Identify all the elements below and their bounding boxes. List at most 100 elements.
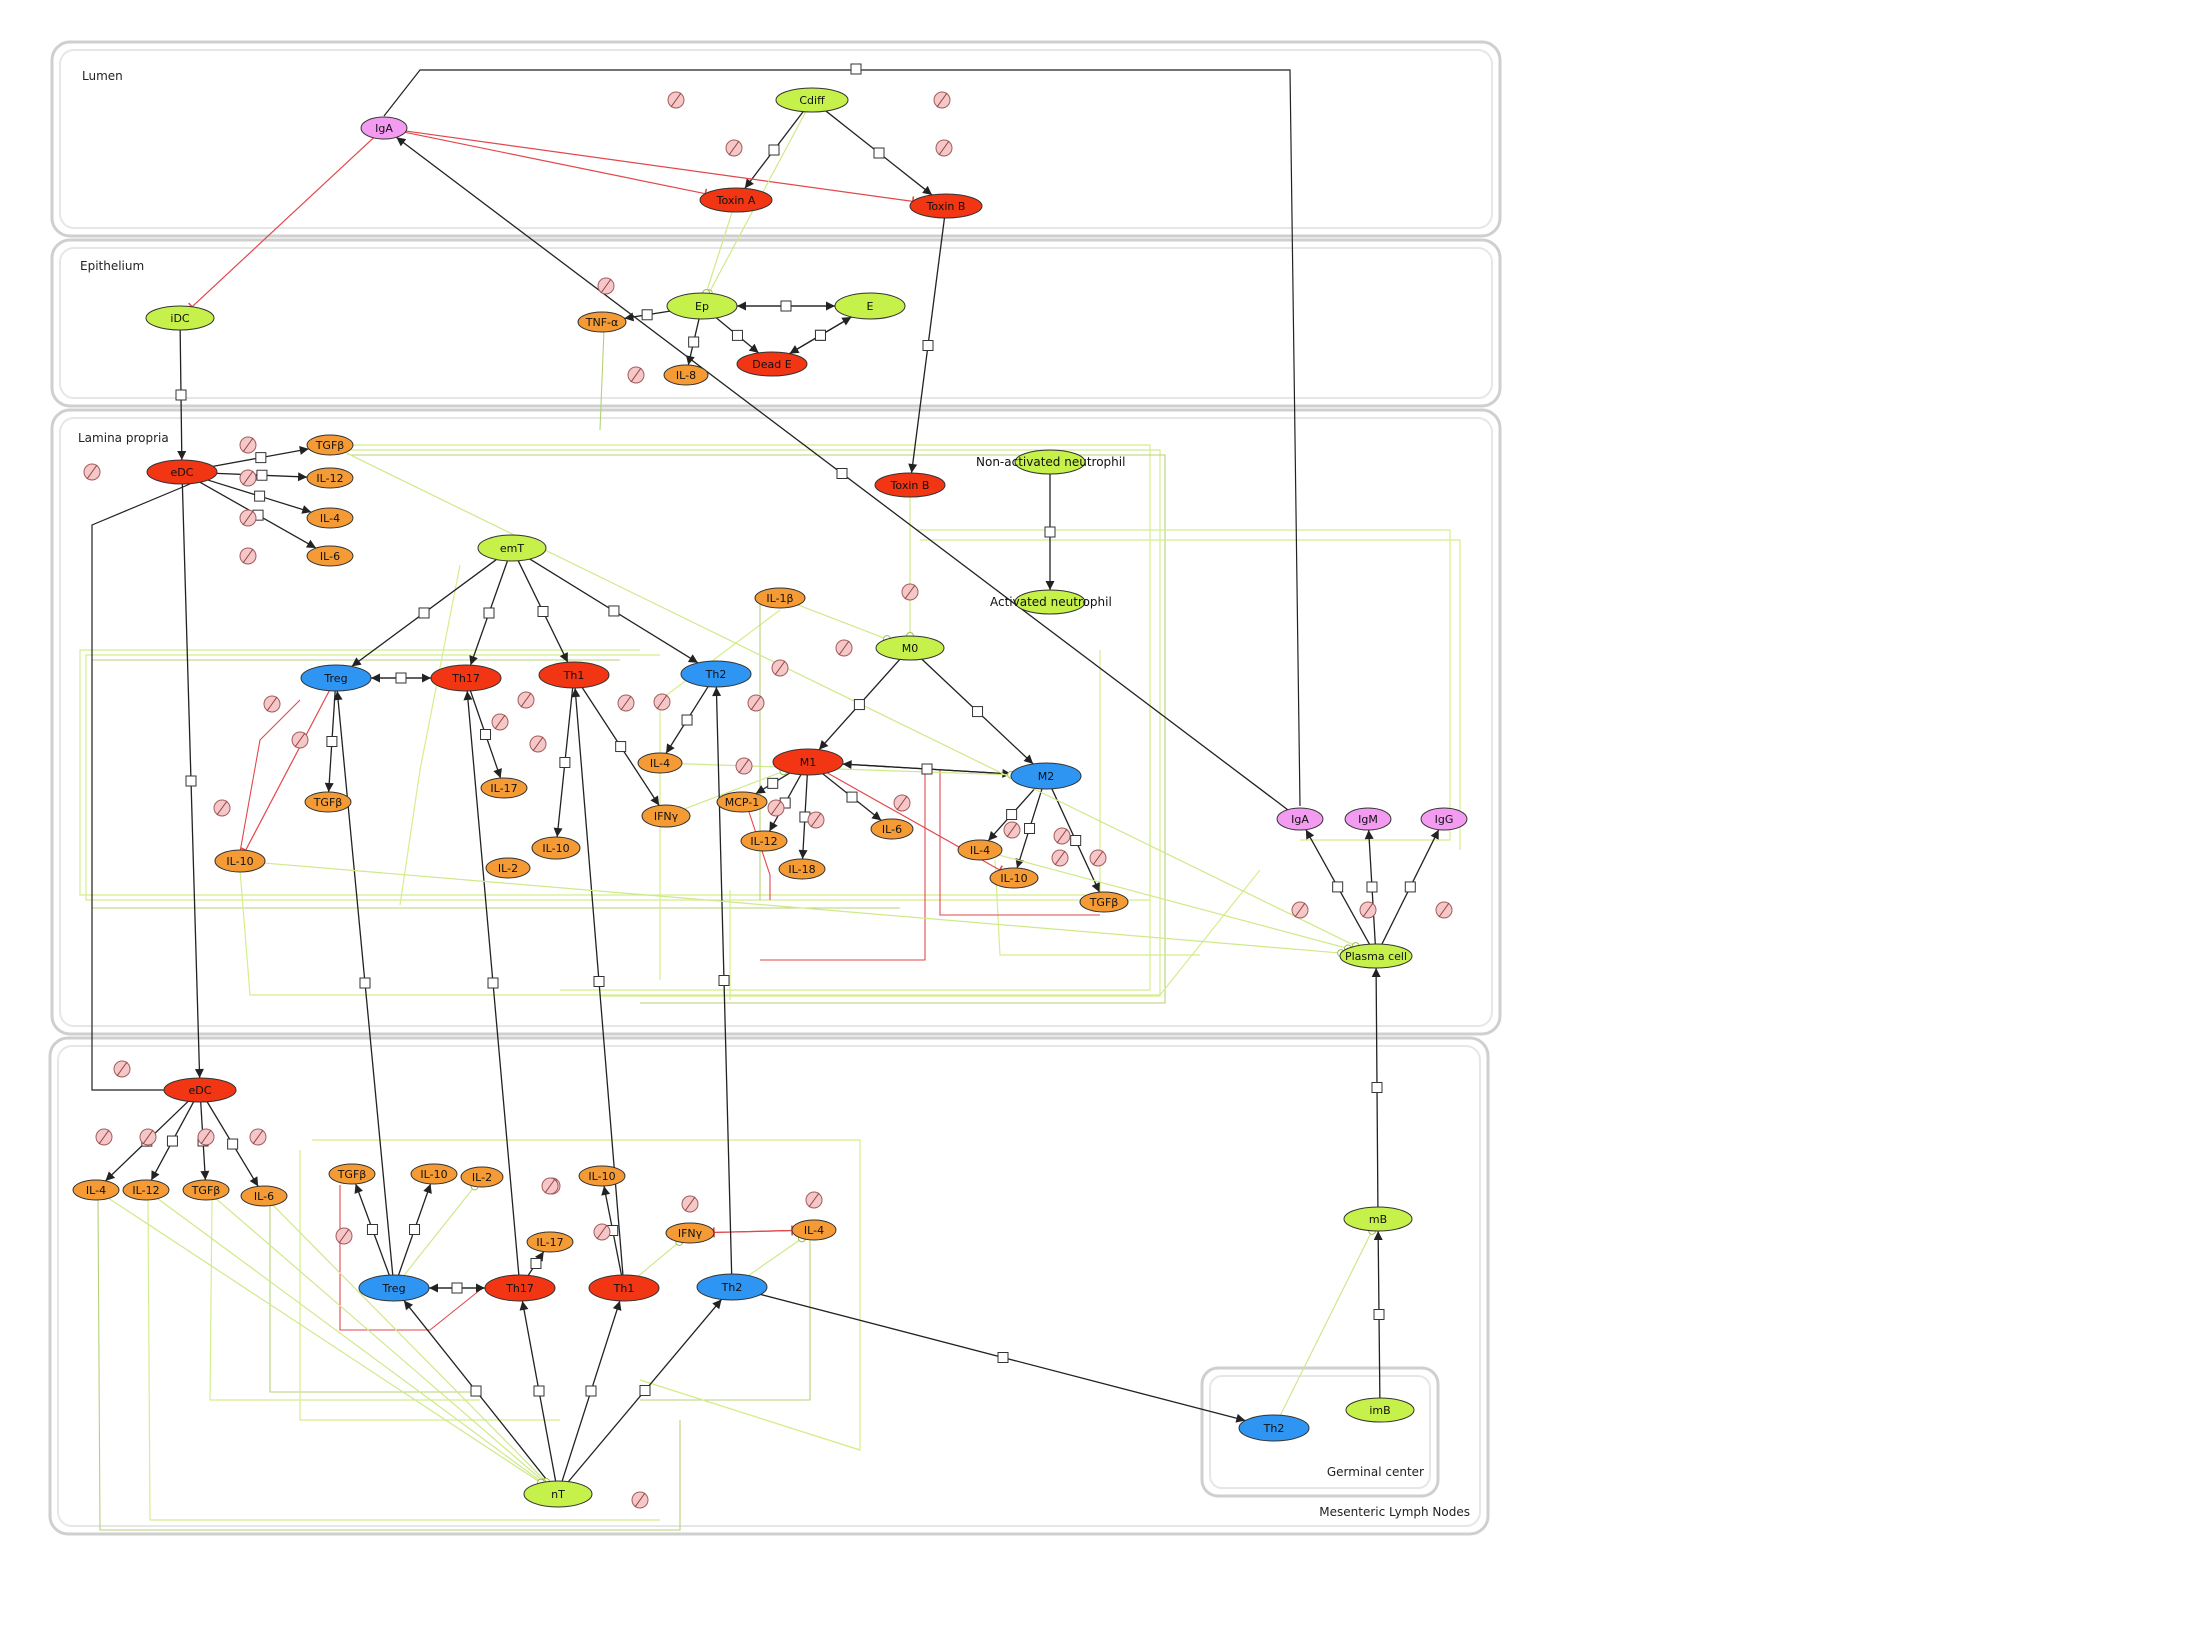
node-label: IgM [1358, 813, 1378, 826]
node-label: Th2 [1263, 1422, 1285, 1435]
node-toxinA[interactable]: Toxin A [699, 187, 773, 213]
node-iga_lp[interactable]: IgA [1276, 807, 1324, 831]
node-il18[interactable]: IL-18 [778, 858, 826, 880]
node-th2_lp[interactable]: Th2 [680, 660, 752, 688]
degradation-sink-icon [1089, 849, 1107, 867]
edge-line [1279, 1230, 1373, 1416]
node-il8[interactable]: IL-8 [663, 364, 709, 386]
node-il10_mln[interactable]: IL-10 [410, 1163, 458, 1185]
node-label: iDC [170, 312, 190, 325]
node-iga_lumen[interactable]: IgA [360, 116, 408, 140]
process-node-square [1366, 881, 1378, 893]
node-il4b_lp[interactable]: IL-4 [637, 752, 683, 774]
node-th17_lp[interactable]: Th17 [430, 664, 502, 692]
regulation-route-10 [239, 869, 1261, 996]
edge-line [157, 1198, 543, 1483]
node-ellipse [989, 867, 1039, 889]
node-an[interactable] [1014, 589, 1086, 615]
node-tnfa[interactable]: TNF-α [577, 311, 627, 333]
node-edc_lp[interactable]: eDC [146, 459, 218, 485]
edge-arrowhead [469, 655, 478, 666]
node-il12b_lp[interactable]: IL-12 [740, 830, 788, 852]
node-idc[interactable]: iDC [145, 305, 215, 331]
edge-arrowhead [687, 654, 698, 663]
node-il4_lp[interactable]: IL-4 [306, 507, 354, 529]
node-treg_lp[interactable]: Treg [300, 664, 372, 692]
process-node-square [1044, 526, 1056, 538]
node-ellipse [485, 857, 531, 879]
node-il12_mln[interactable]: IL-12 [122, 1179, 170, 1201]
node-m1[interactable]: M1 [772, 748, 844, 776]
node-ellipse [791, 1219, 837, 1241]
process-node-square [366, 1223, 378, 1235]
node-il4_mln[interactable]: IL-4 [72, 1179, 120, 1201]
node-label: E [867, 300, 874, 313]
node-toxinB_lumen[interactable]: Toxin B [909, 193, 983, 219]
node-ep[interactable]: Ep [666, 292, 738, 320]
compartment-epithelium-box [50, 238, 1502, 408]
node-ellipse [480, 777, 528, 799]
node-m0[interactable]: M0 [875, 635, 945, 661]
node-il10b_lp[interactable]: IL-10 [531, 836, 581, 860]
node-igg[interactable]: IgG [1420, 807, 1468, 831]
node-deadE[interactable]: Dead E [736, 351, 808, 377]
node-ifng_mln[interactable]: IFNγ [665, 1222, 715, 1244]
node-imb[interactable]: imB [1345, 1397, 1415, 1423]
node-label: Toxin A [716, 194, 756, 207]
node-il4c_lp[interactable]: IL-4 [957, 839, 1003, 861]
node-plasma[interactable]: Plasma cell [1339, 943, 1413, 969]
node-th2_gc[interactable]: Th2 [1238, 1414, 1310, 1442]
node-il6_mln[interactable]: IL-6 [240, 1185, 288, 1207]
node-il6b_lp[interactable]: IL-6 [870, 818, 914, 840]
background-connection-layer [79, 69, 1461, 1531]
node-tgfb3_lp[interactable]: TGFβ [1079, 891, 1129, 913]
node-tgfb_lp[interactable]: TGFβ [306, 434, 354, 456]
degradation-sink-icon [1359, 901, 1377, 919]
regulation-route-12 [147, 1199, 660, 1521]
node-label: Toxin B [926, 200, 966, 213]
node-ellipse [182, 1179, 230, 1201]
node-treg_mln[interactable]: Treg [358, 1274, 430, 1302]
node-il2_mln[interactable]: IL-2 [460, 1166, 504, 1188]
regulation-route-8 [599, 329, 605, 431]
node-edc_mln[interactable]: eDC [163, 1077, 237, 1103]
degradation-sink-icon [935, 139, 953, 157]
node-il10a_lp[interactable]: IL-10 [214, 849, 266, 873]
node-label: M2 [1038, 770, 1055, 783]
node-il6_lp[interactable]: IL-6 [306, 545, 354, 567]
node-il10b_mln[interactable]: IL-10 [578, 1165, 626, 1187]
regulation-route-11 [97, 1199, 681, 1531]
node-emt[interactable]: emT [477, 534, 547, 562]
degradation-sink-icon [631, 1491, 649, 1509]
node-igm[interactable]: IgM [1344, 807, 1392, 831]
node-th17_mln[interactable]: Th17 [484, 1274, 556, 1302]
process-node-square [921, 763, 933, 775]
node-nt[interactable]: nT [523, 1480, 593, 1508]
node-m2[interactable]: M2 [1010, 762, 1082, 790]
node-tgfb2_mln[interactable]: TGFβ [328, 1163, 376, 1185]
compartment-mesenteric-lymph-nodes-box [48, 1036, 1490, 1536]
node-th1_lp[interactable]: Th1 [538, 661, 610, 689]
node-ellipse [1420, 807, 1468, 831]
node-il2_lp[interactable]: IL-2 [485, 857, 531, 879]
node-mb[interactable]: mB [1343, 1206, 1413, 1232]
node-e[interactable]: E [834, 292, 906, 320]
node-tgfb_mln[interactable]: TGFβ [182, 1179, 230, 1201]
node-mcp1[interactable]: MCP-1 [716, 791, 768, 813]
node-th2_mln[interactable]: Th2 [696, 1273, 768, 1301]
node-cdiff[interactable]: Cdiff [775, 87, 849, 113]
node-il17_mln[interactable]: IL-17 [526, 1231, 574, 1253]
node-tgfb2_lp[interactable]: TGFβ [304, 791, 352, 813]
compartment-label-lamina-propria: Lamina propria [78, 431, 169, 445]
node-il17_lp[interactable]: IL-17 [480, 777, 528, 799]
node-il1b[interactable]: IL-1β [754, 587, 806, 609]
node-ifng_lp[interactable]: IFNγ [641, 804, 691, 828]
node-th1_mln[interactable]: Th1 [588, 1274, 660, 1302]
node-nan[interactable] [1014, 449, 1086, 475]
node-il4b_mln[interactable]: IL-4 [791, 1219, 837, 1241]
node-ellipse [716, 791, 768, 813]
node-toxinB_lp[interactable]: Toxin B [874, 472, 946, 498]
node-il10c_lp[interactable]: IL-10 [989, 867, 1039, 889]
node-il12_lp[interactable]: IL-12 [306, 467, 354, 489]
